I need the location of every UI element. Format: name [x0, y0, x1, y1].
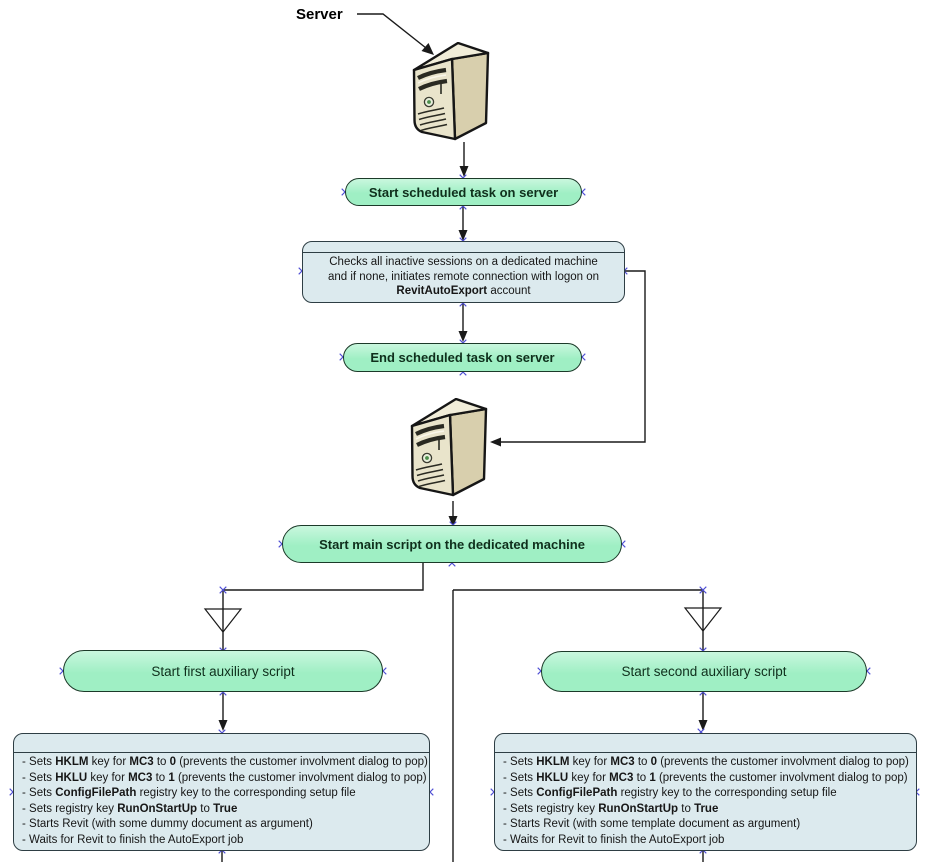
arrowhead: [490, 437, 501, 447]
arrowhead: [421, 43, 434, 55]
arrowhead: [459, 166, 469, 177]
arrowhead: [458, 331, 468, 342]
note-header-strip: [14, 734, 429, 753]
arrowhead: [698, 720, 708, 731]
start-second-aux-script-node: Start second auxiliary script: [541, 651, 867, 692]
end-scheduled-task-node: End scheduled task on server: [343, 343, 582, 372]
arrowhead: [458, 230, 468, 241]
start-scheduled-task-node: Start scheduled task on server: [345, 178, 582, 206]
branch-triangle-left: [203, 608, 243, 633]
start-first-aux-script-node: Start first auxiliary script: [63, 650, 383, 692]
server-tower-icon: [412, 42, 490, 141]
note-header-strip: [303, 242, 624, 253]
arrowhead: [448, 516, 458, 527]
second-script-steps-note: - Sets HKLM key for MC3 to 0 (prevents t…: [494, 733, 917, 851]
server-tower-icon: [410, 398, 488, 497]
branch-triangle-right: [683, 607, 723, 632]
note-text: - Sets HKLM key for MC3 to 0 (prevents t…: [22, 756, 428, 846]
session-check-note: Checks all inactive sessions on a dedica…: [302, 241, 625, 303]
note-text: Checks all inactive sessions on a dedica…: [327, 256, 600, 298]
server-callout-label: Server: [296, 6, 343, 23]
note-text: - Sets HKLM key for MC3 to 0 (prevents t…: [503, 756, 909, 846]
first-script-steps-note: - Sets HKLM key for MC3 to 0 (prevents t…: [13, 733, 430, 851]
note-header-strip: [495, 734, 916, 753]
start-main-script-node: Start main script on the dedicated machi…: [282, 525, 622, 563]
arrowhead: [218, 720, 228, 731]
